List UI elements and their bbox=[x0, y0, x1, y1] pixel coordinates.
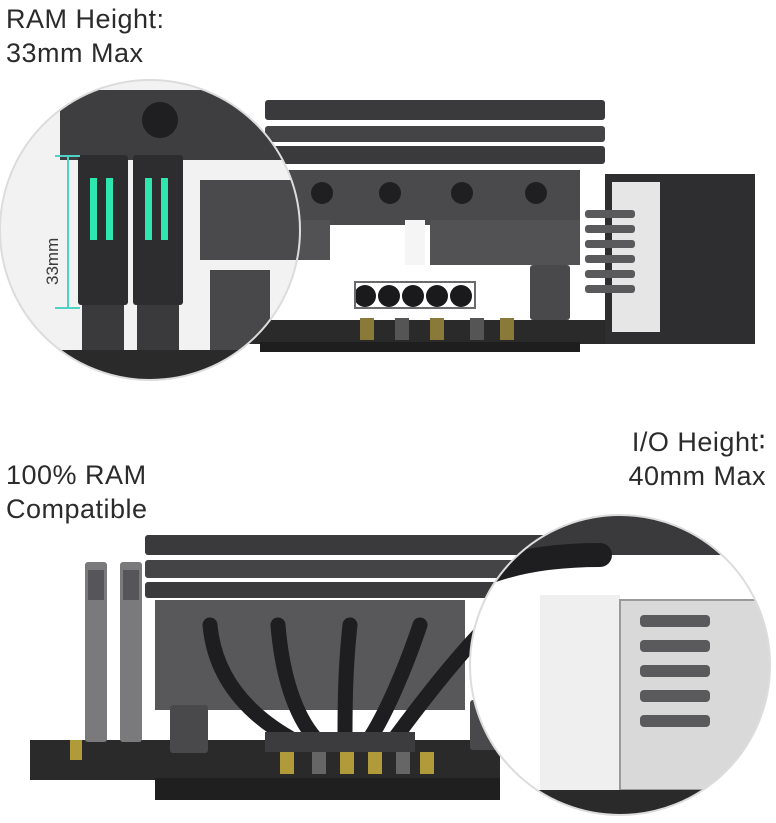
io-clearance-illustration bbox=[0, 500, 776, 823]
motherboard-edge-bottom bbox=[155, 778, 500, 800]
io-fins bbox=[585, 210, 635, 293]
ram-clearance-illustration: 33mm bbox=[0, 70, 776, 400]
ram-stick-1 bbox=[78, 155, 128, 305]
ram-dimension-marker bbox=[55, 155, 80, 309]
ram-compat-line2: Compatible bbox=[6, 494, 148, 524]
io-height-caption: I/O Height∶ 40mm Max bbox=[628, 425, 766, 493]
fan-frame bbox=[265, 126, 605, 142]
mount-post-right bbox=[530, 265, 570, 320]
heatsink-right-block bbox=[430, 220, 580, 265]
base-heatpipes bbox=[354, 285, 472, 307]
ram-height-line2: 33mm Max bbox=[6, 38, 144, 68]
mount-post-bottom-left bbox=[170, 705, 208, 753]
ram-led-1b bbox=[106, 178, 113, 240]
ram-dimension-label: 33mm bbox=[43, 238, 62, 285]
heatsink-block-bottom bbox=[155, 600, 465, 710]
cooler-base-bottom bbox=[265, 732, 415, 752]
capacitors-top bbox=[360, 318, 514, 340]
magnifier-circle-io bbox=[470, 515, 770, 815]
heatsink-gap bbox=[405, 220, 425, 265]
ram-compat-line1: 100% RAM bbox=[6, 460, 147, 490]
ram-led-2b bbox=[161, 178, 168, 240]
io-fins-bottom bbox=[640, 615, 710, 727]
fan-bottom-plate bbox=[265, 146, 605, 164]
cooler-side-view-bottom bbox=[30, 514, 771, 816]
ram-stick-2 bbox=[133, 155, 183, 305]
magnifier-ring-ram bbox=[0, 79, 301, 381]
magnifier-circle-ram bbox=[0, 80, 300, 380]
cooler-base-plate bbox=[354, 281, 476, 309]
ram-led-1a bbox=[90, 178, 97, 240]
ram-stick-bottom-2 bbox=[120, 562, 142, 742]
io-height-line2: 40mm Max bbox=[628, 461, 766, 491]
motherboard-edge bbox=[260, 342, 580, 352]
ram-led-2a bbox=[145, 178, 152, 240]
magnifier-ring-io bbox=[469, 514, 771, 816]
capacitors-bottom bbox=[70, 740, 434, 774]
ram-stick-bottom-1 bbox=[85, 562, 107, 742]
ram-compat-caption: 100% RAM Compatible bbox=[6, 458, 148, 526]
cooler-side-view-top: 33mm bbox=[0, 79, 755, 381]
ram-height-caption: RAM Height: 33mm Max bbox=[6, 2, 165, 70]
ram-height-line1: RAM Height: bbox=[6, 4, 165, 34]
heatpipe-ends bbox=[311, 182, 547, 204]
fan-top-plate bbox=[265, 100, 605, 120]
io-height-line1: I/O Height∶ bbox=[631, 427, 766, 457]
